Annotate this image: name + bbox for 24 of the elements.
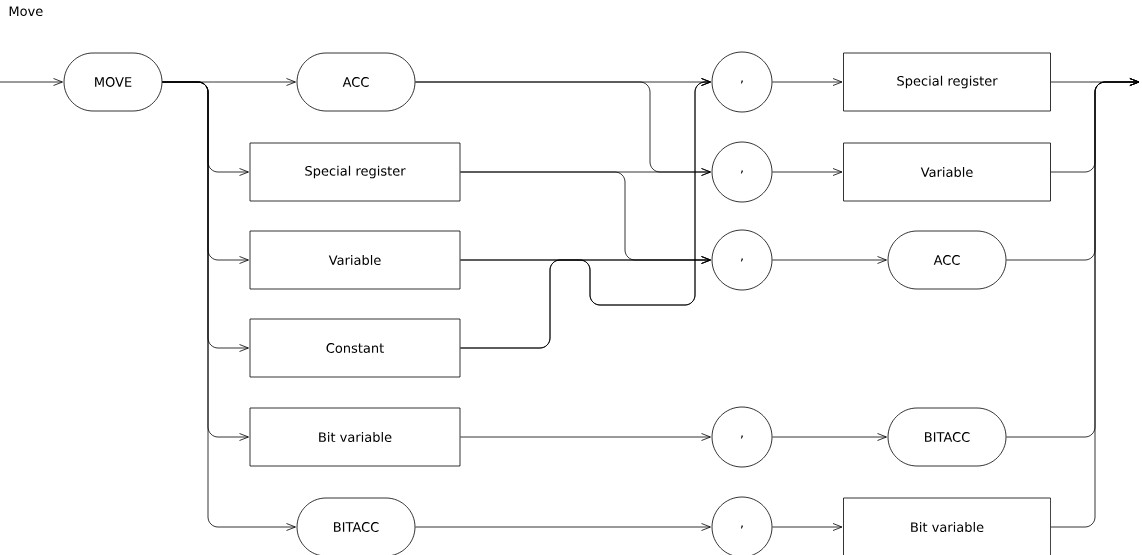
arrow	[772, 523, 843, 531]
nonterminal-box: Bit variable	[249, 407, 461, 467]
terminal-pill: MOVE	[63, 52, 163, 112]
arrow	[772, 168, 843, 176]
arrow	[772, 256, 887, 264]
arrow	[0, 78, 63, 86]
arrow	[772, 433, 887, 441]
terminal-pill: BITACC	[296, 497, 416, 555]
terminal-pill: BITACC	[887, 407, 1007, 467]
arrow	[415, 523, 711, 531]
nonterminal-box: Constant	[249, 318, 461, 378]
arrow	[772, 78, 843, 86]
title: Move	[9, 6, 43, 17]
nonterminal-box: Special register	[249, 142, 461, 202]
nonterminal-box: Variable	[843, 142, 1051, 202]
arrow	[162, 81, 296, 531]
nonterminal-box: Variable	[249, 230, 461, 290]
nonterminal-box: Special register	[843, 52, 1051, 112]
terminal-pill: ACC	[296, 52, 416, 112]
arrow	[1050, 78, 1140, 528]
terminal-pill: ACC	[887, 230, 1007, 290]
arrow	[460, 78, 711, 349]
nonterminal-box: Bit variable	[843, 497, 1051, 555]
arrow	[460, 433, 711, 441]
